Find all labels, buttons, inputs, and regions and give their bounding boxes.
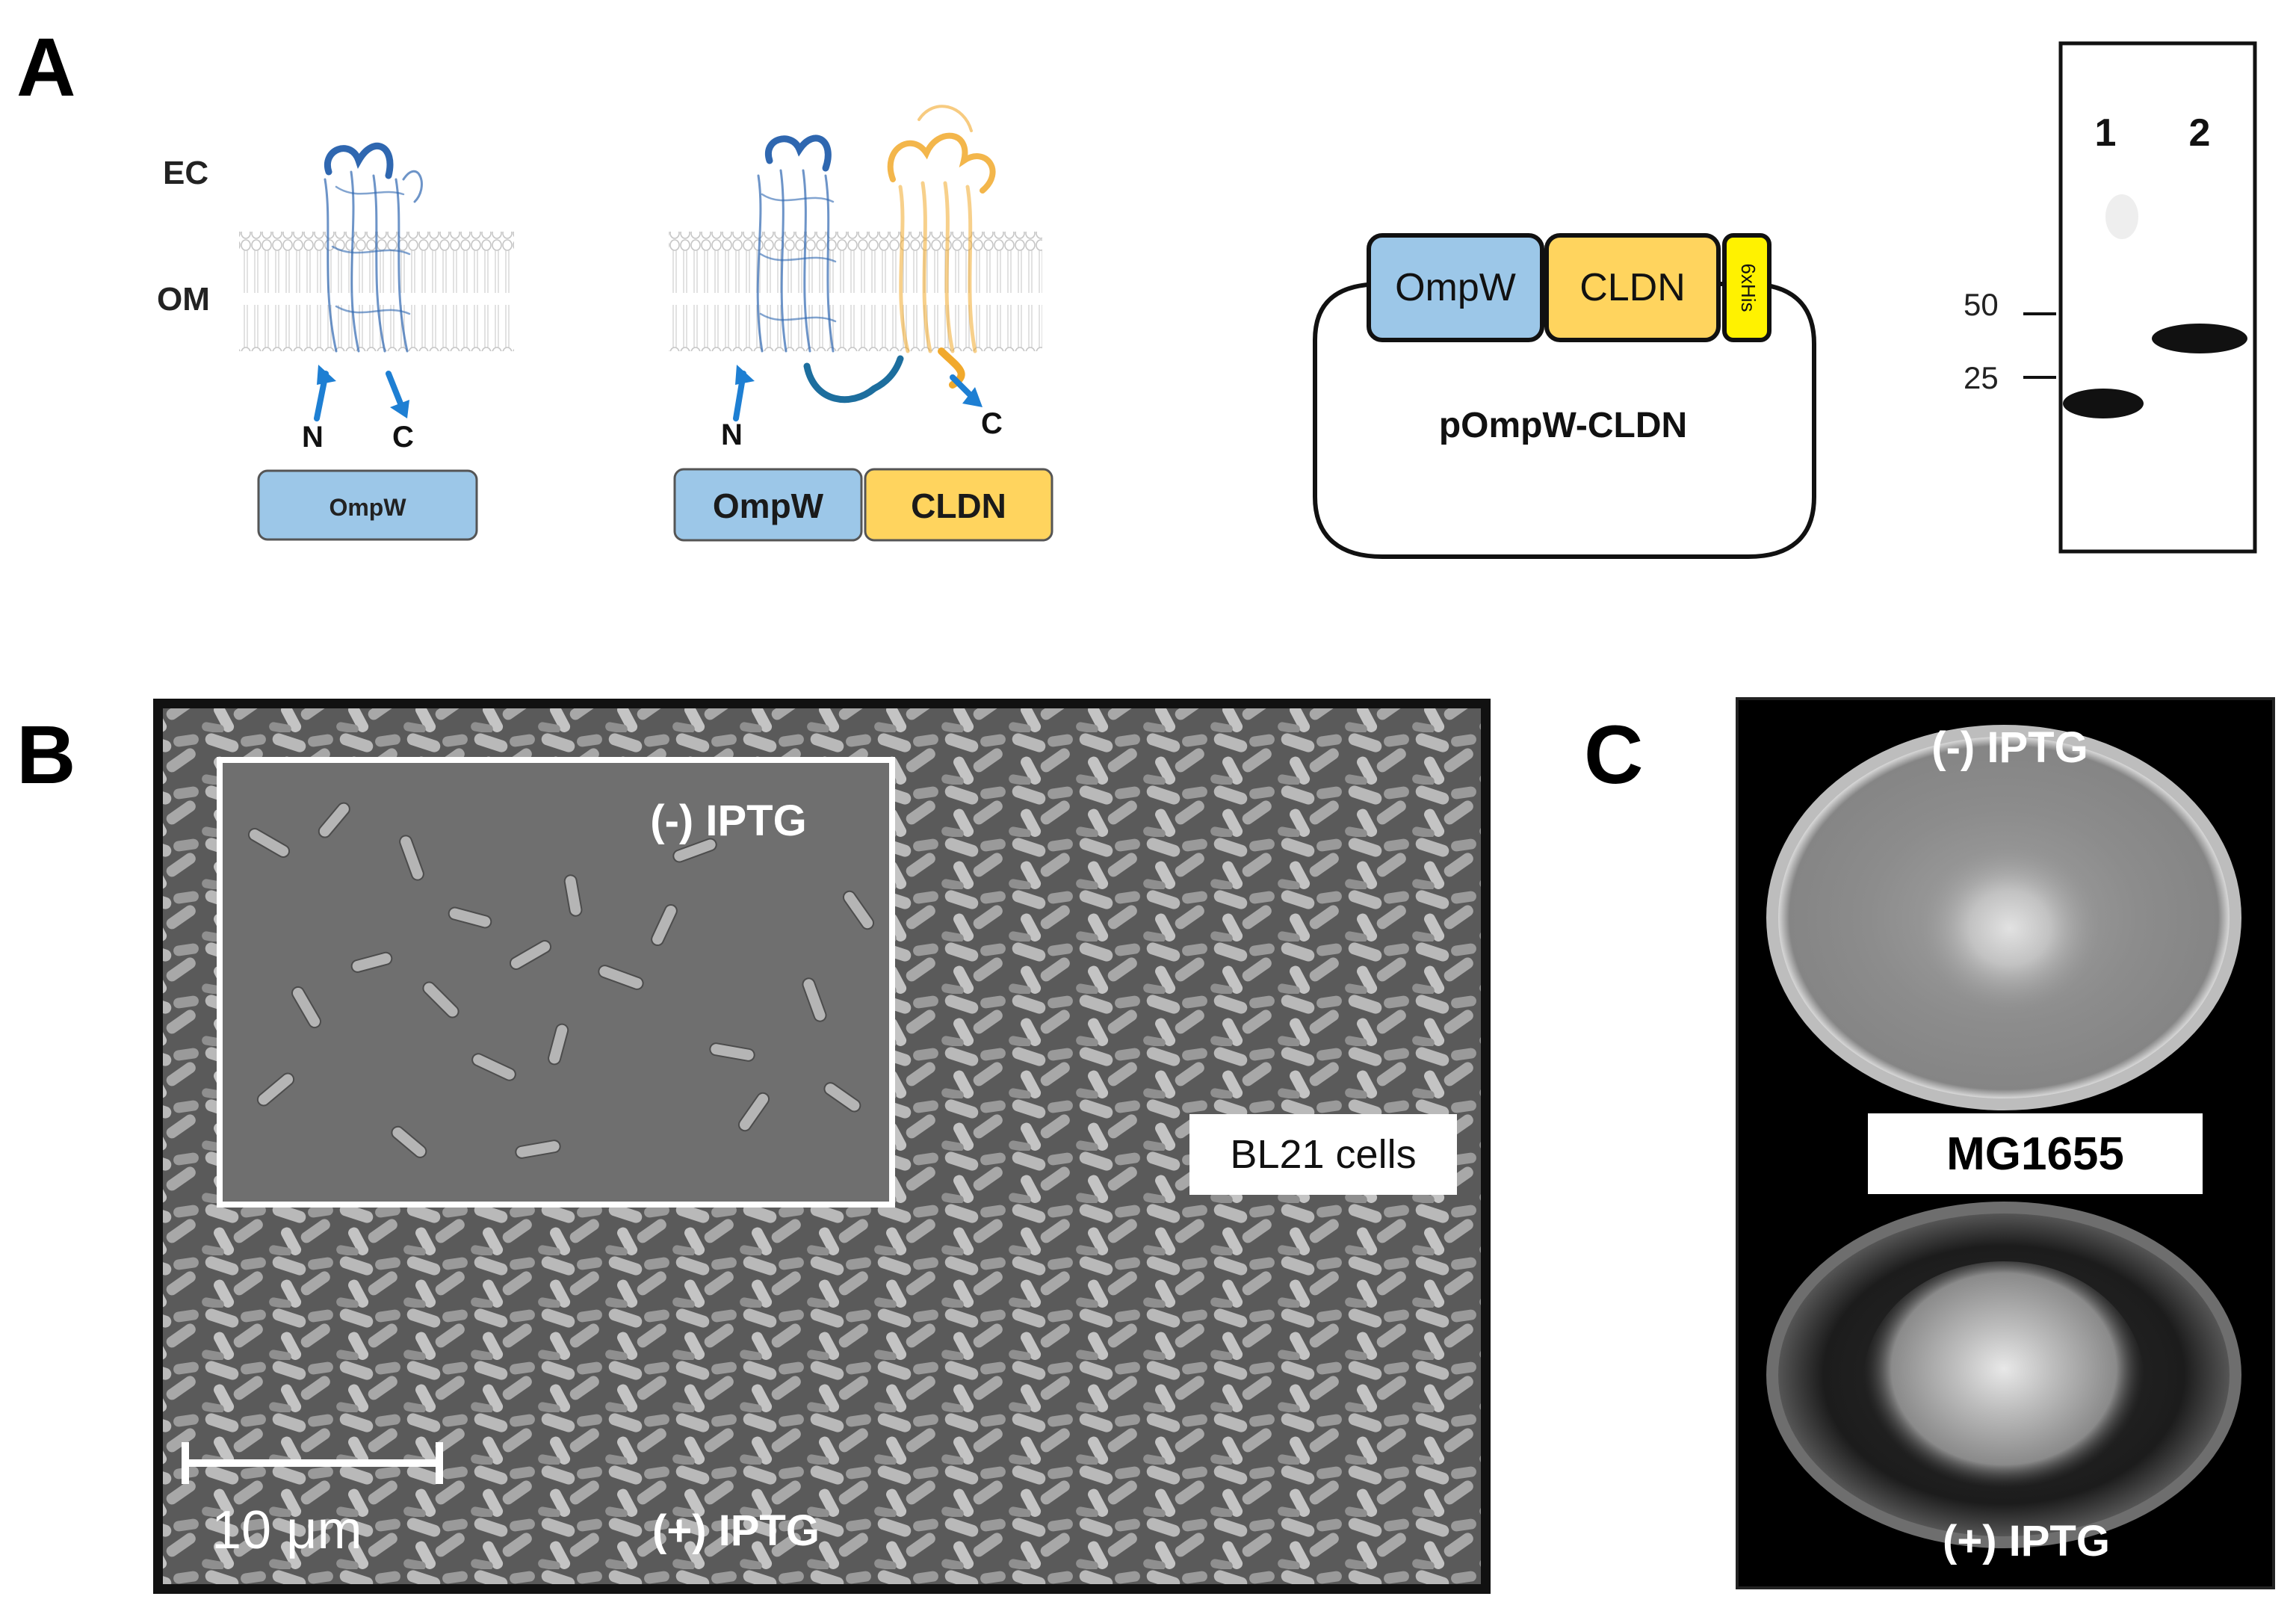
plasmid-segment-cldn-label: CLDN xyxy=(1579,266,1686,309)
om-label: OM xyxy=(157,281,210,318)
blot-smudge xyxy=(2105,194,2138,239)
c-terminus-label-fusion: C xyxy=(981,407,1003,440)
blot-band-lane-2 xyxy=(2152,324,2247,353)
blot-lane-2-label: 2 xyxy=(2189,111,2211,155)
strain-label-box xyxy=(1868,1113,2203,1194)
strain-label: MG1655 xyxy=(1946,1128,2124,1180)
sem-cells-label-box xyxy=(1189,1114,1457,1195)
plasmid-name: pOmpW-CLDN xyxy=(1439,406,1687,445)
cldn-structure-fusion xyxy=(887,105,996,389)
panel-letter-c: C xyxy=(1584,709,1643,801)
plasmid-segment-cldn xyxy=(1544,233,1721,342)
western-blot-membrane xyxy=(2058,41,2257,554)
cldn-box-fusion-label: CLDN xyxy=(911,486,1006,525)
scale-bar xyxy=(182,1442,443,1484)
plasmid-segment-ompw xyxy=(1367,233,1544,342)
plate-top-colony xyxy=(1920,846,2099,1010)
sem-inset-border xyxy=(217,757,895,1208)
plate-bottom-label: (+) IPTG xyxy=(1943,1517,2110,1565)
plasmid-segment-his-label: 6xHis xyxy=(1737,263,1760,312)
linker-loop xyxy=(803,355,904,404)
ompw-structure-left xyxy=(324,142,423,353)
cldn-box-fusion xyxy=(864,468,1053,542)
sem-inset-cells xyxy=(247,802,875,1159)
sem-inset-minus-iptg xyxy=(220,760,892,1205)
plate-bottom-colony xyxy=(1863,1261,2144,1500)
blot-marker-25: 25 xyxy=(1964,360,1999,395)
sem-inset-label: (-) IPTG xyxy=(650,797,806,845)
ompw-box-fusion-label: OmpW xyxy=(713,486,824,525)
plasmid-segment-ompw-label: OmpW xyxy=(1395,266,1516,309)
ompw-structure-fusion xyxy=(756,135,837,353)
blot-lane-1-label: 1 xyxy=(2095,111,2117,155)
membrane-bilayer-fusion xyxy=(669,232,1042,351)
blot-band-lane-1 xyxy=(2063,389,2144,418)
n-terminus-label-left: N xyxy=(302,421,324,454)
terminus-arrows-left xyxy=(314,365,409,421)
ec-label: EC xyxy=(163,155,208,191)
plasmid-segment-his xyxy=(1722,233,1771,342)
sem-main-label: (+) IPTG xyxy=(652,1506,820,1555)
sem-cells-label: BL21 cells xyxy=(1230,1132,1416,1177)
panel-letter-b: B xyxy=(16,709,75,801)
c-terminus-label-left: C xyxy=(392,421,414,454)
panel-letter-a: A xyxy=(16,22,75,114)
terminus-arrows-fusion xyxy=(733,365,983,421)
ompw-box-left-label: OmpW xyxy=(329,494,406,521)
ompw-box-fusion xyxy=(673,468,863,542)
blot-marker-50: 50 xyxy=(1964,287,1999,322)
plasmid-outline xyxy=(1313,282,1816,559)
plate-top-label: (-) IPTG xyxy=(1931,723,2088,772)
n-terminus-label-fusion: N xyxy=(721,418,743,451)
ompw-box-left xyxy=(257,469,478,541)
scale-bar-label: 10 μm xyxy=(211,1500,362,1560)
